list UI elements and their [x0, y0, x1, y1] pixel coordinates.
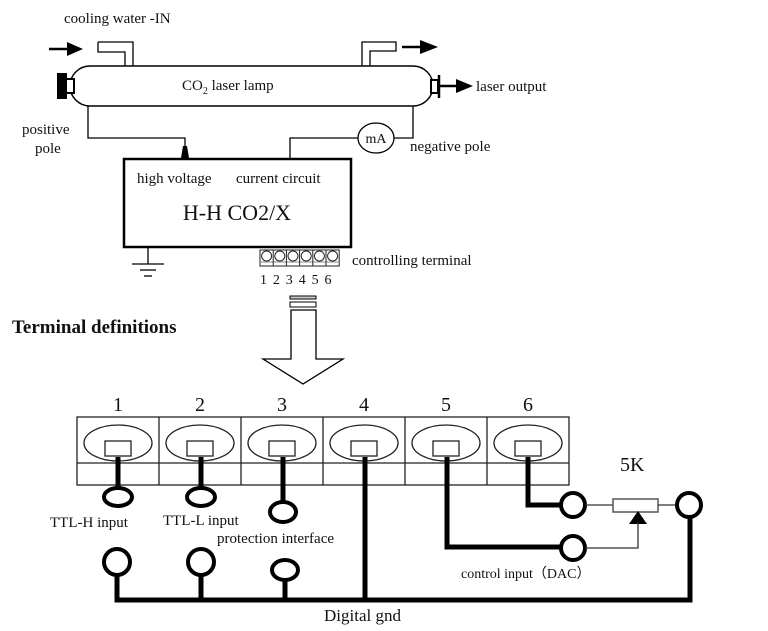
wiper-wire	[585, 522, 639, 549]
terminal-number-label: 1	[113, 394, 123, 416]
water-inlet-arrow-icon	[49, 42, 83, 56]
terminal-number-label: 4	[359, 394, 369, 416]
digital-gnd-label: Digital gnd	[324, 606, 401, 625]
gnd-ring-1-icon	[102, 547, 132, 577]
terminal-5-label: control input（DAC）	[461, 566, 591, 582]
lamp-output-window-icon	[430, 75, 441, 98]
terminal-5-wire	[444, 457, 560, 550]
terminal-1-label: TTL-H input	[50, 515, 129, 531]
potentiometer-end-ring-icon	[675, 491, 703, 519]
terminal-4: 4	[329, 394, 399, 462]
controlling-terminal-label: controlling terminal	[352, 253, 472, 269]
high-voltage-label: high voltage	[137, 171, 212, 187]
negative-pole-wire	[394, 106, 414, 139]
wiring: 5K	[102, 454, 703, 603]
terminal-number-label: 2	[195, 394, 205, 416]
mini-terminal-screw-icon	[274, 250, 286, 262]
controlling-terminal-block	[259, 249, 340, 267]
mini-terminal-screw-icon	[313, 250, 325, 262]
device-name-label: H-H CO2/X	[183, 200, 291, 225]
positive-pole-wire	[87, 106, 186, 150]
terminal-1-upper-ring-icon	[102, 486, 134, 508]
terminal-6-wire	[525, 457, 560, 508]
mini-terminal-screw-icon	[287, 250, 299, 262]
terminal-strip: 1 2 3 4 5 6	[76, 394, 570, 486]
terminal-plug-icon	[289, 295, 317, 308]
lamp-rear-mirror-icon	[57, 73, 75, 99]
potentiometer-wiper-icon	[629, 511, 647, 524]
terminal-3-label: protection interface	[217, 531, 334, 547]
negative-pole-label: negative pole	[410, 139, 491, 155]
terminal-slot-icon	[432, 440, 460, 457]
digital-gnd-bus	[114, 517, 693, 603]
potentiometer-5k-icon	[612, 498, 659, 513]
water-outlet-pipe	[361, 41, 397, 66]
terminal-number-label: 3	[277, 394, 287, 416]
positive-pole-connector-icon	[181, 146, 189, 158]
milliammeter-label: mA	[366, 132, 388, 147]
mini-terminal-screw-icon	[327, 250, 339, 262]
power-supply-box	[122, 157, 353, 249]
laser-output-arrow-icon	[440, 79, 473, 93]
positive-pole-label-line2: pole	[35, 141, 61, 157]
gnd-ring-2-icon	[186, 547, 216, 577]
potentiometer-value-label: 5K	[620, 454, 645, 476]
terminal-definitions-title: Terminal definitions	[12, 317, 177, 338]
terminal-slot-icon	[268, 440, 296, 457]
terminal-3-upper-ring-icon	[268, 500, 298, 524]
water-outlet-arrow-icon	[402, 40, 438, 54]
terminal-slot-icon	[350, 440, 378, 457]
expand-down-arrow-icon	[260, 309, 346, 385]
laser-output-label: laser output	[476, 79, 547, 95]
terminal-5-ring-icon	[559, 534, 587, 562]
terminal-numbers-label: 1 2 3 4 5 6	[260, 273, 333, 288]
laser-lamp-label: CO2 laser lamp	[182, 78, 274, 97]
water-inlet-pipe	[97, 41, 134, 66]
terminal-slot-icon	[186, 440, 214, 457]
ground-icon	[132, 248, 164, 277]
terminal-slot-icon	[514, 440, 542, 457]
terminal-number-label: 6	[523, 394, 533, 416]
cooling-water-in-label: cooling water -IN	[64, 11, 171, 27]
terminal-2-label: TTL-L input	[163, 513, 240, 529]
terminal-number-label: 5	[441, 394, 451, 416]
terminal-6-ring-icon	[559, 491, 587, 519]
gnd-ring-3-icon	[270, 558, 300, 582]
terminal-2-upper-ring-icon	[185, 486, 217, 508]
mini-terminal-screw-icon	[300, 250, 312, 262]
current-circuit-wire	[289, 137, 358, 159]
mini-terminal-screw-icon	[261, 250, 273, 262]
terminal-slot-icon	[104, 440, 132, 457]
positive-pole-label: positive	[22, 122, 70, 138]
current-circuit-label: current circuit	[236, 171, 321, 187]
